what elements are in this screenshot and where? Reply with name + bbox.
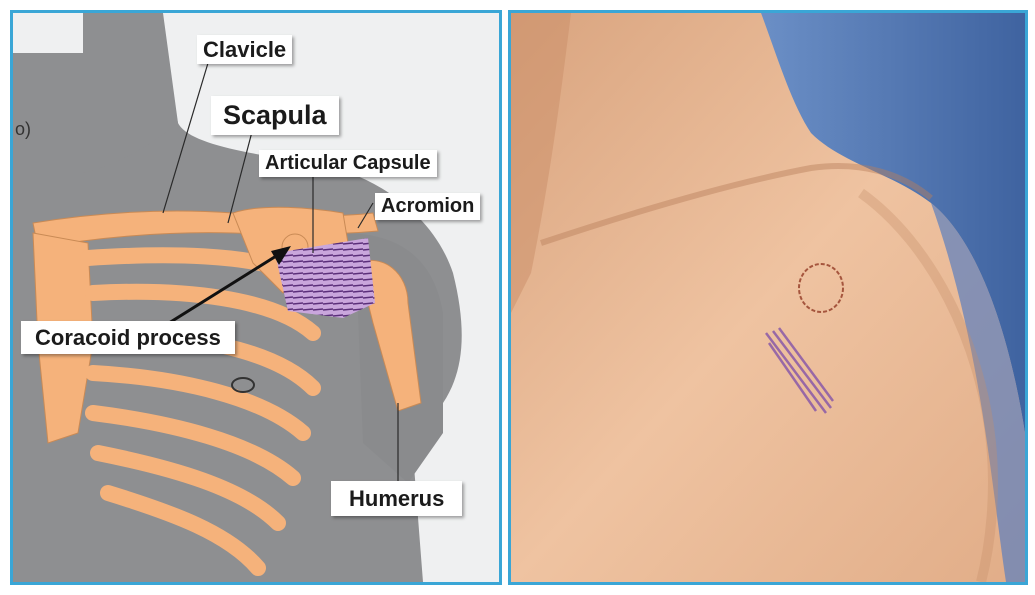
label-scapula: Scapula — [211, 96, 339, 135]
clinical-photo-panel — [508, 10, 1028, 585]
edge-mark-text: o) — [15, 119, 31, 140]
label-acromion: Acromion — [375, 193, 480, 220]
anatomy-diagram-panel: o) Clavicle Scapula Articular Capsule Ac… — [10, 10, 502, 585]
label-articular-capsule: Articular Capsule — [259, 150, 437, 177]
label-coracoid-process: Coracoid process — [21, 321, 235, 354]
label-clavicle: Clavicle — [197, 35, 292, 64]
shoulder-photo — [511, 13, 1025, 582]
label-humerus: Humerus — [331, 481, 462, 516]
